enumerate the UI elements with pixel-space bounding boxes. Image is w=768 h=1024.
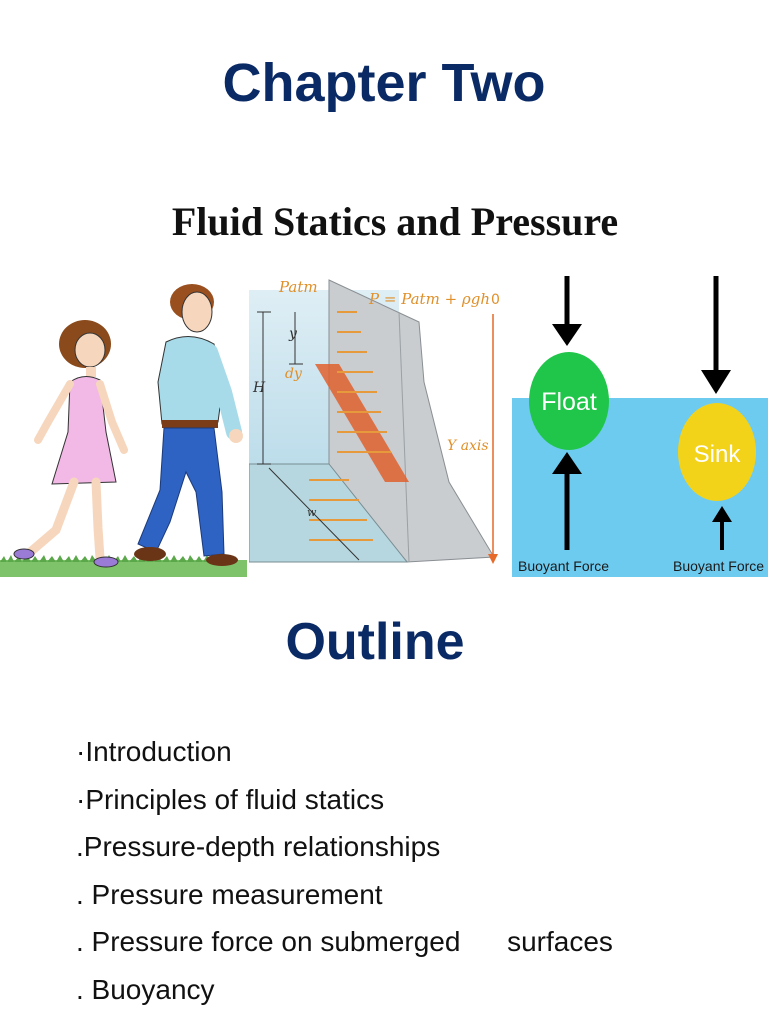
outline-item: ·Principles of fluid statics bbox=[76, 783, 385, 815]
dam-pressure-diagram: Patm P = Patm + ρgh 0 y dy H Y axis w bbox=[249, 272, 511, 577]
figure-row: Patm P = Patm + ρgh 0 y dy H Y axis w Fl… bbox=[0, 272, 768, 577]
outline-list: ·Introduction ·Principles of fluid stati… bbox=[76, 728, 613, 1013]
axis-label: Y axis bbox=[447, 438, 489, 454]
woman-figure bbox=[13, 320, 128, 568]
outline-item: .Pressure-depth relationships bbox=[76, 831, 441, 862]
y-label: y bbox=[288, 326, 298, 342]
outline-item: . Buoyancy bbox=[76, 973, 215, 1005]
outline-item: . Pressure measurement bbox=[76, 878, 383, 910]
page-title: Chapter Two bbox=[222, 53, 546, 113]
pressure-equation: P = Patm + ρgh bbox=[368, 290, 490, 308]
outline-item: . Pressure force on submerged surfaces bbox=[76, 926, 613, 957]
sink-label: Sink bbox=[694, 441, 742, 468]
man-figure bbox=[134, 284, 243, 566]
outline-item: ·Introduction bbox=[76, 736, 232, 767]
buoyancy-diagram: Float Sink Buoyant Force Buoyant Force bbox=[512, 272, 768, 577]
float-ball bbox=[529, 352, 609, 450]
outline-heading: Outline bbox=[285, 613, 465, 671]
zero-label: 0 bbox=[491, 292, 500, 308]
sink-ball bbox=[678, 403, 756, 501]
patm-label: Patm bbox=[278, 278, 318, 296]
walking-people-figure bbox=[0, 284, 247, 577]
buoyant-force-label-right: Buoyant Force bbox=[673, 558, 764, 574]
w-label: w bbox=[307, 506, 317, 519]
h-label: H bbox=[252, 380, 266, 396]
buoyant-force-label-left: Buoyant Force bbox=[518, 558, 609, 574]
float-label: Float bbox=[541, 388, 597, 416]
page-subtitle: Fluid Statics and Pressure bbox=[171, 199, 619, 244]
dy-label: dy bbox=[285, 366, 303, 382]
